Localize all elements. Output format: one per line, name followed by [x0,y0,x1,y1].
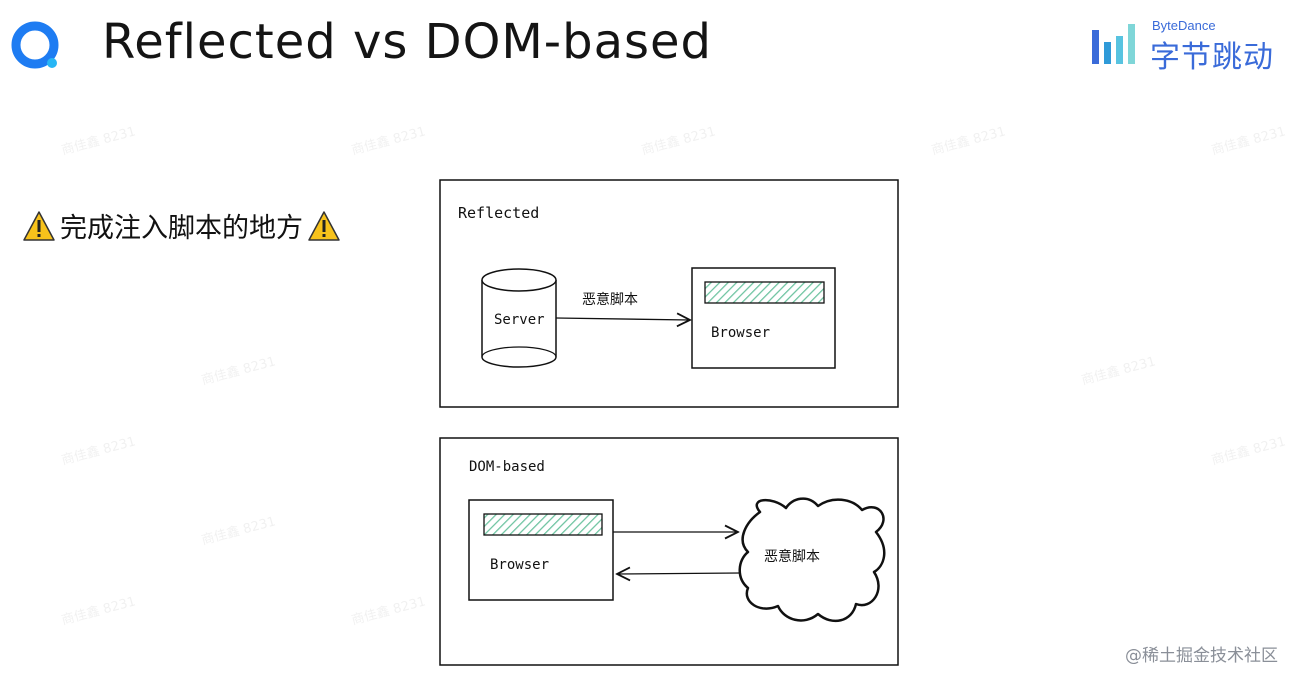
brand-name-en: ByteDance [1152,18,1216,33]
cloud-label: 恶意脚本 [764,548,820,565]
server-cylinder [481,268,557,368]
page-title: Reflected vs DOM-based [102,14,712,70]
reflected-browser-label: Browser [711,325,770,341]
reflected-arrow-label: 恶意脚本 [582,291,638,308]
subtitle-text: 完成注入脚本的地方 [60,213,303,244]
reflected-label: Reflected [458,204,539,222]
dom-frame [439,437,899,666]
app-logo-icon [11,21,59,69]
footer-credit: @稀土掘金技术社区 [1125,646,1278,666]
dom-arrow-back [617,573,741,574]
reflected-browser-bar [704,281,825,304]
malicious-script-cloud [738,497,886,623]
reflected-arrow [555,318,690,320]
bytedance-brand: ByteDance 字节跳动 [1090,18,1280,75]
subtitle: 完成注入脚本的地方 [22,206,341,245]
warning-icon [23,210,55,241]
dom-label: DOM-based [469,459,545,475]
bytedance-logo-icon [1092,24,1135,64]
warning-icon [308,210,340,241]
server-label: Server [494,312,545,328]
dom-browser-bar [483,513,603,536]
brand-name-cn: 字节跳动 [1150,40,1274,75]
dom-browser-label: Browser [490,557,549,573]
reflected-frame [439,179,899,408]
